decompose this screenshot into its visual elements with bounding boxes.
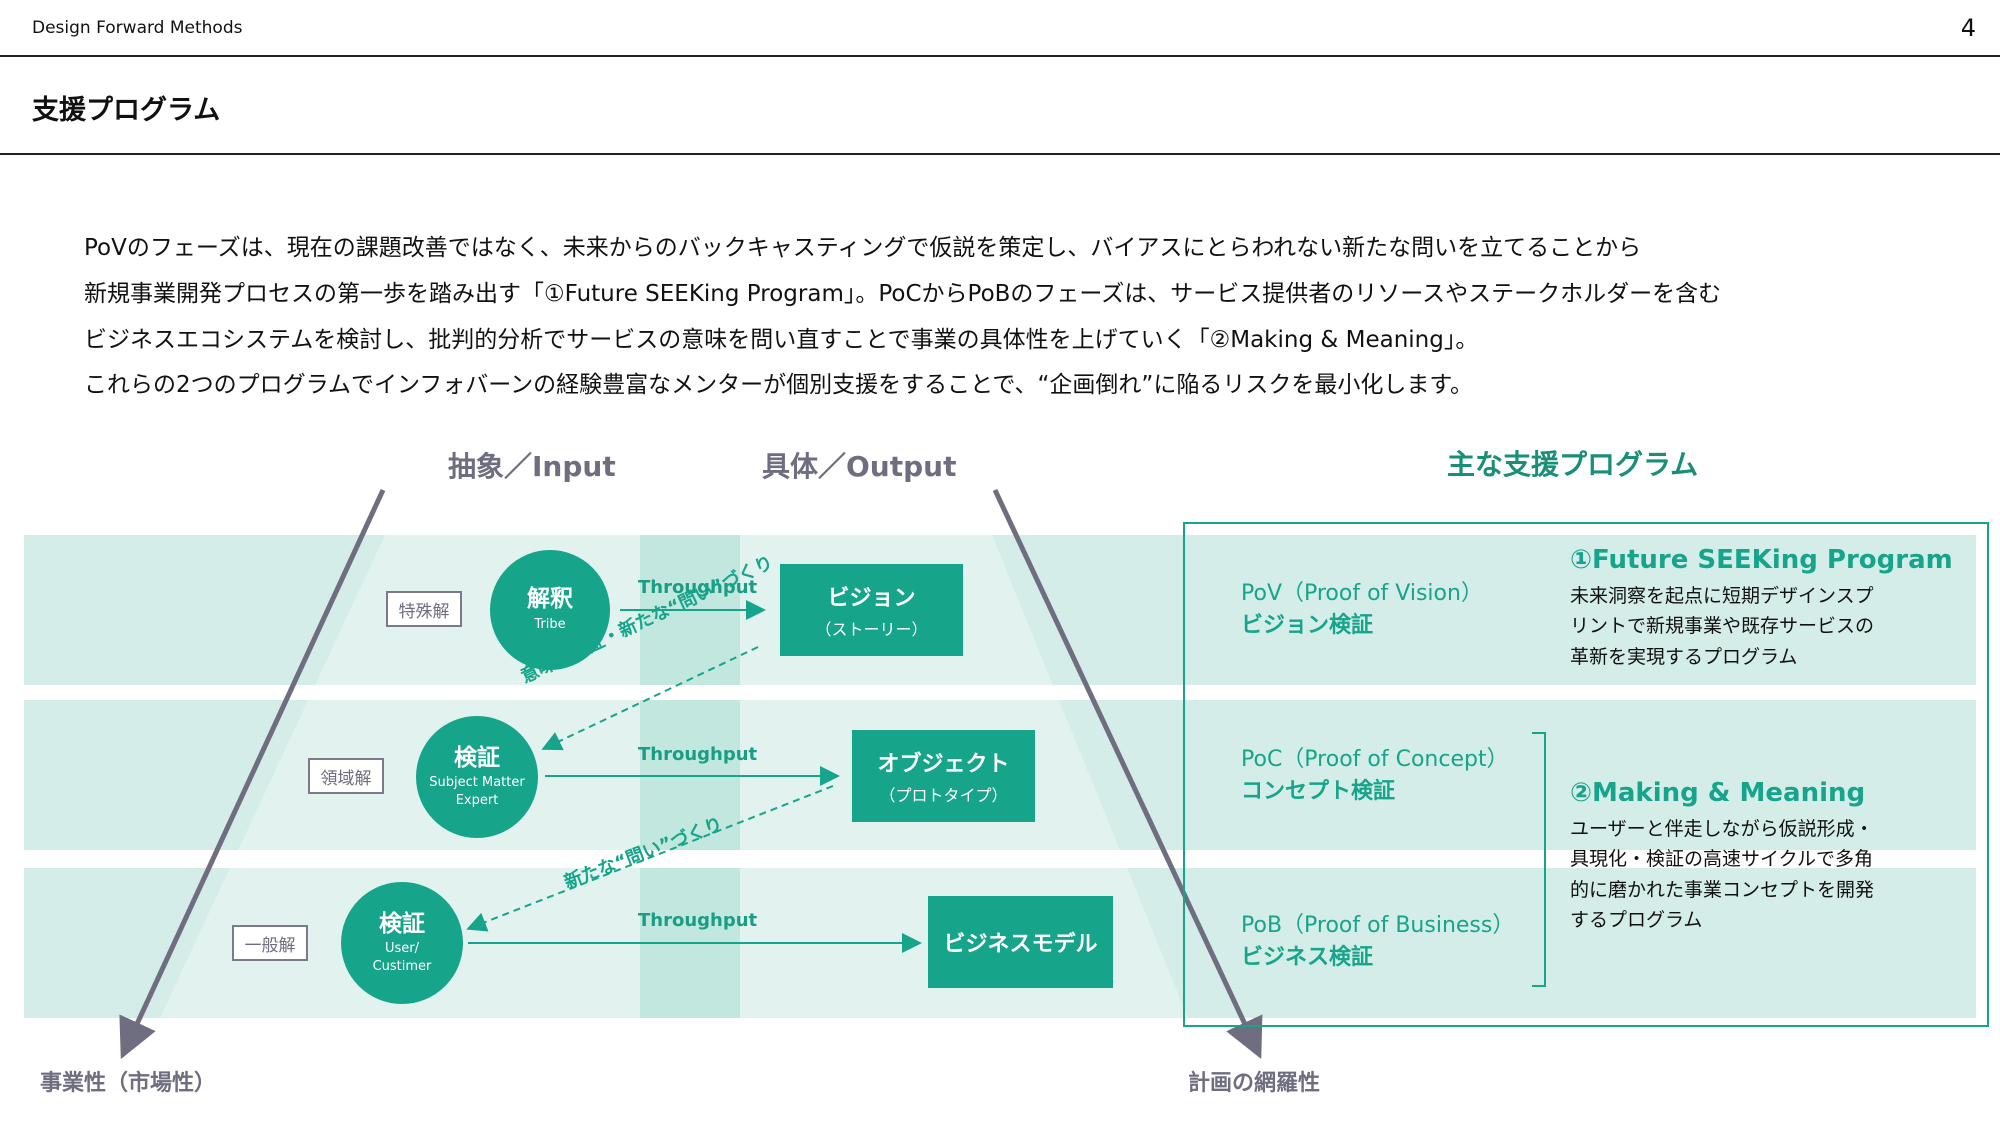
description-line: するプログラム — [1570, 909, 1703, 932]
phase-en: PoV（Proof of Vision） — [1241, 581, 1483, 606]
phase-pov: PoV（Proof of Vision） ビジョン検証 — [1241, 578, 1483, 642]
circle-verify-expert: 検証 Subject Matter Expert — [416, 716, 538, 838]
circle-title: 検証 — [454, 744, 500, 771]
description-line: 未来洞察を起点に短期デザインスプ — [1570, 585, 1874, 607]
feedback-arrow-2 — [466, 785, 834, 932]
header-divider — [0, 55, 2000, 57]
programs-panel — [1183, 522, 1989, 1027]
tag-domain-solution: 領域解 — [308, 758, 384, 794]
program-title: ①Future SEEKing Program — [1570, 545, 1953, 575]
bottom-left-label: 事業性（市場性） — [40, 1071, 217, 1096]
programs-title: 主な支援プログラム — [1447, 448, 1699, 481]
throughput-label-3: Throughput — [638, 910, 758, 931]
circle-title: 解釈 — [527, 586, 573, 613]
phase-jp: ビジョン検証 — [1241, 612, 1374, 638]
box-subtitle: （ストーリー） — [815, 620, 928, 639]
program-description: ユーザーと伴走しながら仮説形成・ 具現化・検証の高速サイクルで多角 的に磨かれた… — [1570, 814, 1980, 936]
description-line: 的に磨かれた事業コンセプトを開発 — [1570, 878, 1875, 901]
box-title: オブジェクト — [877, 752, 1010, 777]
phase-pob: PoB（Proof of Business） ビジネス検証 — [1241, 910, 1514, 974]
bottom-right-label: 計画の網羅性 — [1188, 1071, 1321, 1096]
intro-line: 新規事業開発プロセスの第一歩を踏み出す「①Future SEEKing Prog… — [84, 281, 1722, 307]
circle-subtitle: Tribe — [534, 617, 566, 633]
tag-general-solution: 一般解 — [232, 925, 308, 961]
input-axis-line — [119, 488, 386, 1060]
description-line: 革新を実現するプログラム — [1570, 645, 1798, 668]
description-line: 具現化・検証の高速サイクルで多角 — [1570, 848, 1874, 871]
title-divider — [0, 153, 2000, 155]
program-1: ①Future SEEKing Program 未来洞察を起点に短期デザインスプ… — [1570, 545, 1980, 672]
phase-en: PoC（Proof of Concept） — [1241, 747, 1509, 772]
source-label: Design Forward Methods — [32, 18, 243, 38]
tag-special-solution: 特殊解 — [386, 591, 462, 627]
phase-poc: PoC（Proof of Concept） コンセプト検証 — [1241, 744, 1509, 808]
box-title: ビジネスモデル — [943, 932, 1098, 957]
intro-line: これらの2つのプログラムでインフォバーンの経験豊富なメンターが個別支援をすること… — [84, 372, 1474, 398]
throughput-label-2: Throughput — [638, 744, 758, 765]
axis-input-label: 抽象／Input — [448, 450, 616, 483]
circle-verify-user: 検証 User/ Custimer — [341, 882, 463, 1004]
description-line: リントで新規事業や既存サービスの — [1570, 615, 1875, 638]
phase-en: PoB（Proof of Business） — [1241, 913, 1515, 938]
box-subtitle: （プロトタイプ） — [879, 786, 1008, 805]
circle-title: 検証 — [379, 910, 425, 937]
axis-output-label: 具体／Output — [762, 450, 957, 483]
program-2: ②Making & Meaning ユーザーと伴走しながら仮説形成・ 具現化・検… — [1570, 778, 1980, 936]
circle-interpret: 解釈 Tribe — [490, 550, 610, 670]
intro-line: PoVのフェーズは、現在の課題改善ではなく、未来からのバックキャスティングで仮説… — [84, 235, 1642, 261]
box-title: ビジョン — [827, 586, 916, 611]
output-vision-box: ビジョン （ストーリー） — [780, 564, 963, 656]
page-title: 支援プログラム — [32, 95, 221, 126]
circle-subtitle: User/ Custimer — [372, 941, 432, 974]
output-business-model-box: ビジネスモデル — [928, 896, 1113, 988]
program-bracket — [1532, 732, 1546, 987]
output-object-box: オブジェクト （プロトタイプ） — [852, 730, 1035, 822]
feedback-arrow-1 — [541, 646, 759, 751]
intro-line: ビジネスエコシステムを検討し、批判的分析でサービスの意味を問い直すことで事業の具… — [84, 327, 1479, 353]
program-description: 未来洞察を起点に短期デザインスプ リントで新規事業や既存サービスの 革新を実現す… — [1570, 581, 1980, 672]
phase-jp: コンセプト検証 — [1241, 778, 1396, 804]
program-title: ②Making & Meaning — [1570, 778, 1866, 808]
circle-subtitle: Subject Matter Expert — [429, 775, 525, 808]
description-line: ユーザーと伴走しながら仮説形成・ — [1570, 818, 1874, 840]
phase-jp: ビジネス検証 — [1241, 944, 1374, 970]
output-axis-line — [992, 488, 1263, 1060]
throughput-label-1: Throughput — [638, 577, 758, 598]
page-number: 4 — [1960, 14, 1976, 42]
